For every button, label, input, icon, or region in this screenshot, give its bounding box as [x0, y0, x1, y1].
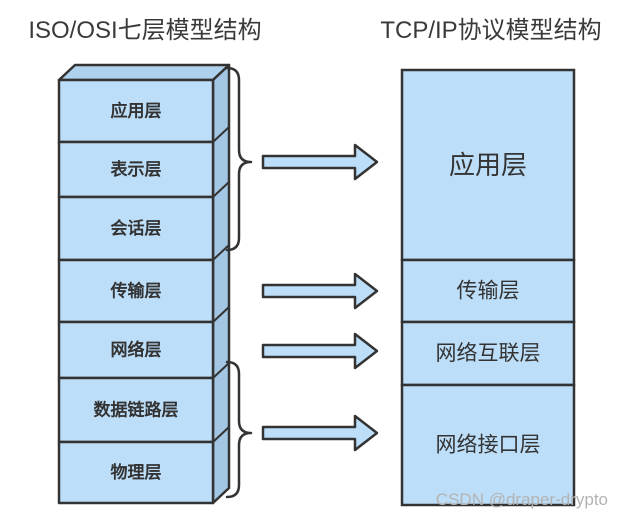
- osi-layer-label-application: 应用层: [111, 101, 162, 121]
- osi-side-dividers: [212, 126, 230, 443]
- osi-layer-labels: 应用层 表示层 会话层 传输层 网络层 数据链路层 物理层: [94, 101, 179, 483]
- tcpip-layer-internet: [400, 320, 576, 387]
- osi-layer-network: [57, 320, 215, 380]
- osi-front-layers: [57, 78, 215, 505]
- arrow-network: [261, 332, 379, 370]
- osi-stack-top-face: [57, 63, 231, 82]
- mapping-arrows: [261, 143, 379, 452]
- osi-layer-label-presentation: 表示层: [111, 159, 162, 179]
- tcpip-label-internet: 网络互联层: [436, 342, 541, 365]
- osi-title: ISO/OSI七层模型结构: [28, 17, 261, 44]
- tcpip-label-transport: 传输层: [457, 280, 520, 303]
- brace-upper-layers: [225, 66, 253, 252]
- arrow-transport: [261, 272, 379, 310]
- tcpip-label-application: 应用层: [449, 150, 527, 180]
- tcpip-layer-labels: 应用层 传输层 网络互联层 网络接口层: [436, 150, 541, 457]
- osi-layer-session: [57, 195, 215, 262]
- osi-layer-physical: [57, 440, 215, 505]
- tcpip-layer-transport: [400, 258, 576, 324]
- osi-layer-label-network: 网络层: [111, 340, 162, 360]
- tcpip-layer-application: [400, 68, 576, 262]
- tcpip-stack: 应用层 传输层 网络互联层 网络接口层: [400, 68, 576, 507]
- osi-layer-label-datalink: 数据链路层: [94, 400, 179, 420]
- tcpip-title: TCP/IP协议模型结构: [380, 17, 601, 44]
- osi-layer-datalink: [57, 376, 215, 444]
- tcpip-layer-network-interface: [400, 383, 576, 507]
- watermark: CSDN @draper-drypto: [436, 490, 608, 509]
- brace-lower-layers: [225, 360, 253, 499]
- osi-stack-side-face: [211, 63, 231, 505]
- tcpip-label-network-interface: 网络接口层: [436, 434, 541, 457]
- arrow-network-interface: [261, 414, 379, 452]
- tcpip-rows: [400, 68, 576, 507]
- osi-layer-label-transport: 传输层: [110, 281, 162, 301]
- osi-layer-label-session: 会话层: [111, 218, 162, 238]
- osi-layer-presentation: [57, 140, 215, 199]
- osi-stack: 应用层 表示层 会话层 传输层 网络层 数据链路层 物理层: [57, 63, 231, 505]
- osi-layer-label-physical: 物理层: [111, 462, 162, 482]
- arrow-application: [261, 143, 379, 181]
